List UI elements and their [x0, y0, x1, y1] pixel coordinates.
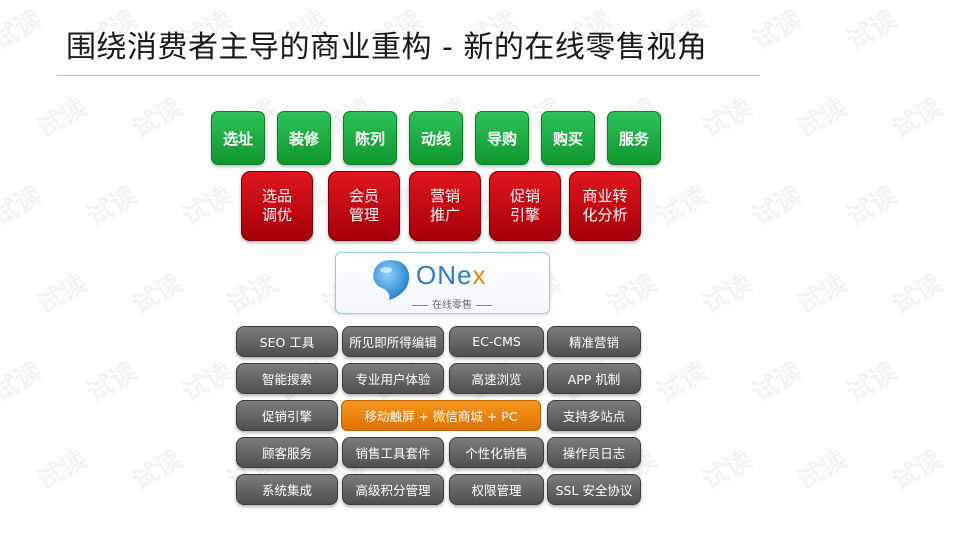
- green-box-1: 选址: [211, 111, 265, 165]
- watermark-text: 试读: [792, 444, 853, 497]
- watermark-text: 试读: [0, 180, 48, 233]
- watermark-text: 试读: [177, 356, 238, 409]
- red-box-1-line2: 调优: [261, 206, 292, 224]
- feature-operator-log: 操作员日志: [547, 437, 641, 468]
- watermark-text: 试读: [127, 92, 188, 145]
- watermark-text: 试读: [842, 180, 903, 233]
- feature-permissions: 权限管理: [449, 474, 544, 505]
- onex-tagline-text: 在线零售: [432, 300, 472, 311]
- feature-precision-marketing: 精准营销: [547, 326, 641, 357]
- watermark-text: 试读: [887, 268, 948, 321]
- feature-system-integration: 系统集成: [236, 474, 338, 505]
- title-divider: [57, 75, 760, 76]
- red-box-3-line1: 营销: [429, 187, 460, 205]
- onex-wordmark-main: ONe: [416, 260, 473, 290]
- watermark-text: 试读: [82, 356, 143, 409]
- red-box-4-line2: 引擎: [509, 206, 540, 224]
- red-box-2: 会员 管理: [328, 171, 400, 241]
- feature-multi-site: 支持多站点: [547, 400, 641, 431]
- green-box-2: 装修: [277, 111, 331, 165]
- red-box-4: 促销 引擎: [489, 171, 561, 241]
- feature-smart-search: 智能搜索: [236, 363, 338, 394]
- onex-wordmark: ONex: [416, 260, 486, 291]
- feature-mobile-wechat-pc: 移动触屏 + 微信商城 + PC: [341, 400, 541, 431]
- watermark-text: 试读: [887, 92, 948, 145]
- green-box-3: 陈列: [343, 111, 397, 165]
- feature-promo-engine: 促销引擎: [236, 400, 338, 431]
- feature-seo: SEO 工具: [236, 326, 338, 357]
- red-box-3: 营销 推广: [409, 171, 481, 241]
- feature-wysiwyg: 所见即所得编辑: [342, 326, 444, 357]
- watermark-text: 试读: [697, 268, 758, 321]
- watermark-text: 试读: [127, 268, 188, 321]
- feature-customer-service: 顾客服务: [236, 437, 338, 468]
- red-box-3-line2: 推广: [429, 206, 460, 224]
- red-box-5-line1: 商业转: [582, 187, 628, 205]
- green-box-7: 服务: [607, 111, 661, 165]
- feature-app: APP 机制: [547, 363, 641, 394]
- green-box-4: 动线: [409, 111, 463, 165]
- slide-title: 围绕消费者主导的商业重构 - 新的在线零售视角: [66, 30, 708, 65]
- watermark-text: 试读: [32, 92, 93, 145]
- green-box-5: 导购: [475, 111, 529, 165]
- red-box-5: 商业转 化分析: [569, 171, 641, 241]
- watermark-text: 试读: [747, 180, 808, 233]
- watermark-text: 试读: [0, 356, 48, 409]
- watermark-text: 试读: [222, 268, 283, 321]
- watermark-text: 试读: [697, 444, 758, 497]
- red-box-4-line1: 促销: [509, 187, 540, 205]
- watermark-text: 试读: [747, 356, 808, 409]
- green-box-6: 购买: [541, 111, 595, 165]
- watermark-text: 试读: [652, 356, 713, 409]
- feature-points-mgmt: 高级积分管理: [342, 474, 444, 505]
- red-box-1: 选品 调优: [241, 171, 313, 241]
- watermark-text: 试读: [82, 180, 143, 233]
- red-box-5-line2: 化分析: [582, 206, 628, 224]
- feature-sales-tools: 销售工具套件: [342, 437, 444, 468]
- feature-pro-ux: 专业用户体验: [342, 363, 444, 394]
- watermark-text: 试读: [0, 4, 48, 57]
- red-box-1-line1: 选品: [261, 187, 292, 205]
- watermark-text: 试读: [602, 268, 663, 321]
- feature-ssl: SSL 安全协议: [547, 474, 641, 505]
- watermark-text: 试读: [32, 268, 93, 321]
- watermark-text: 试读: [842, 356, 903, 409]
- red-box-2-line1: 会员: [348, 187, 379, 205]
- feature-fast-browse: 高速浏览: [449, 363, 544, 394]
- onex-bubble-icon: [373, 260, 410, 300]
- watermark-text: 试读: [652, 180, 713, 233]
- watermark-text: 试读: [32, 444, 93, 497]
- onex-tagline: 在线零售: [408, 296, 496, 311]
- red-box-2-line2: 管理: [348, 206, 379, 224]
- onex-logo: ONex 在线零售: [335, 252, 550, 314]
- watermark-text: 试读: [747, 4, 808, 57]
- watermark-text: 试读: [792, 268, 853, 321]
- feature-ec-cms: EC-CMS: [449, 326, 544, 357]
- watermark-text: 试读: [887, 444, 948, 497]
- watermark-text: 试读: [697, 92, 758, 145]
- watermark-text: 试读: [127, 444, 188, 497]
- feature-personalized-sales: 个性化销售: [449, 437, 544, 468]
- watermark-text: 试读: [177, 180, 238, 233]
- watermark-text: 试读: [842, 4, 903, 57]
- watermark-text: 试读: [792, 92, 853, 145]
- onex-wordmark-x: x: [472, 260, 487, 290]
